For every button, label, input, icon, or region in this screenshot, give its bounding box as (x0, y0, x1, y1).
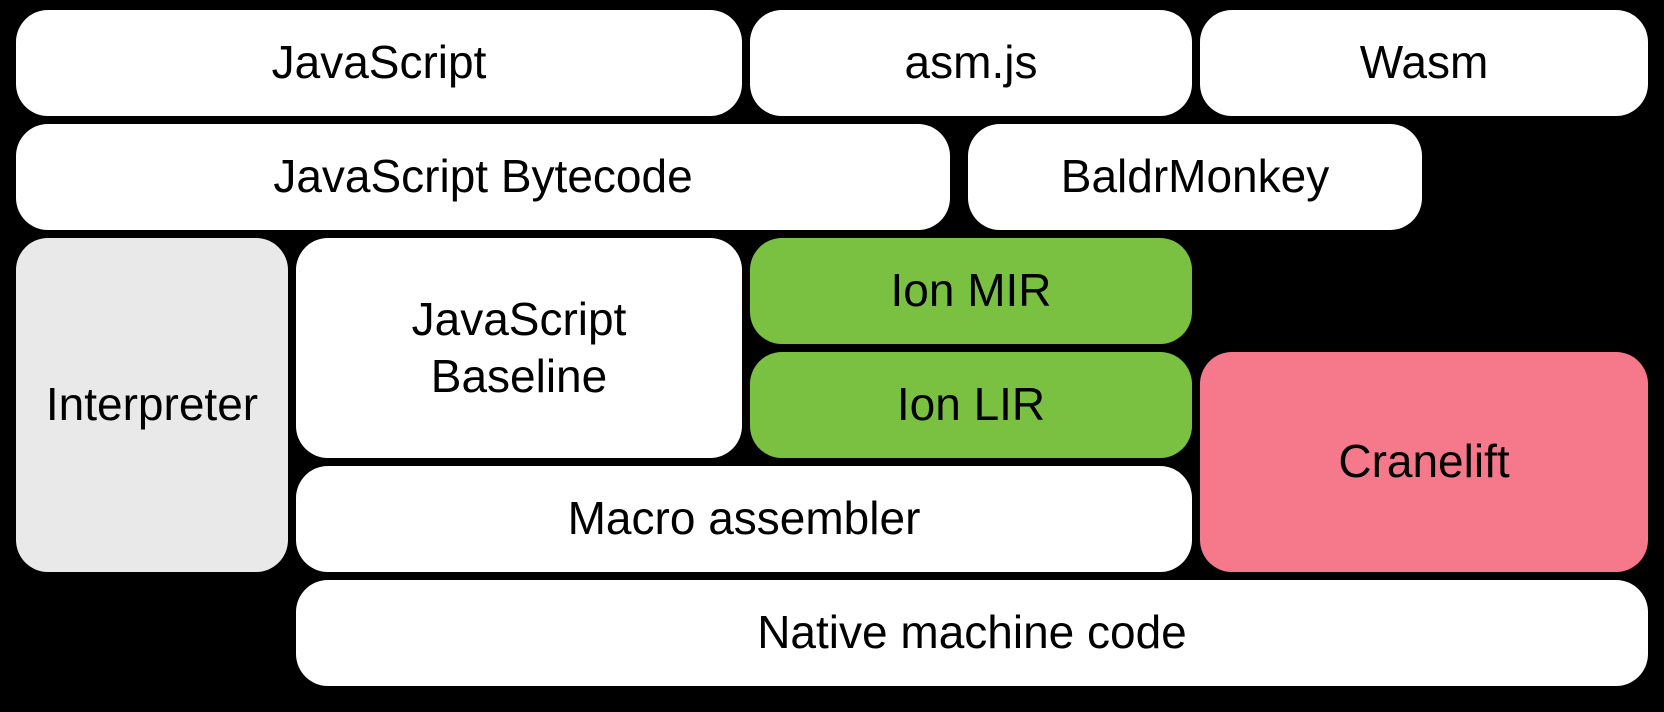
node-ion-lir: Ion LIR (750, 352, 1192, 458)
node-wasm: Wasm (1200, 10, 1648, 116)
node-javascript: JavaScript (16, 10, 742, 116)
node-wasm-label: Wasm (1359, 36, 1489, 89)
node-javascript-bytecode: JavaScript Bytecode (16, 124, 950, 230)
node-interpreter-label: Interpreter (45, 378, 259, 431)
node-ion-mir: Ion MIR (750, 238, 1192, 344)
node-javascript-bytecode-label: JavaScript Bytecode (273, 150, 693, 203)
node-native-machine-code: Native machine code (296, 580, 1648, 686)
node-ion-mir-label: Ion MIR (890, 264, 1052, 317)
node-cranelift-label: Cranelift (1338, 435, 1510, 488)
node-baldrmonkey: BaldrMonkey (968, 124, 1422, 230)
node-native-machine-code-label: Native machine code (757, 606, 1187, 659)
node-javascript-label: JavaScript (271, 36, 487, 89)
node-macro-assembler-label: Macro assembler (567, 492, 921, 545)
node-macro-assembler: Macro assembler (296, 466, 1192, 572)
node-baldrmonkey-label: BaldrMonkey (1060, 150, 1330, 203)
node-asmjs: asm.js (750, 10, 1192, 116)
node-cranelift: Cranelift (1200, 352, 1648, 572)
node-ion-lir-label: Ion LIR (896, 378, 1046, 431)
node-javascript-baseline: JavaScript Baseline (296, 238, 742, 458)
node-asmjs-label: asm.js (904, 36, 1038, 89)
node-interpreter: Interpreter (16, 238, 288, 572)
node-javascript-baseline-label: JavaScript Baseline (411, 292, 627, 403)
